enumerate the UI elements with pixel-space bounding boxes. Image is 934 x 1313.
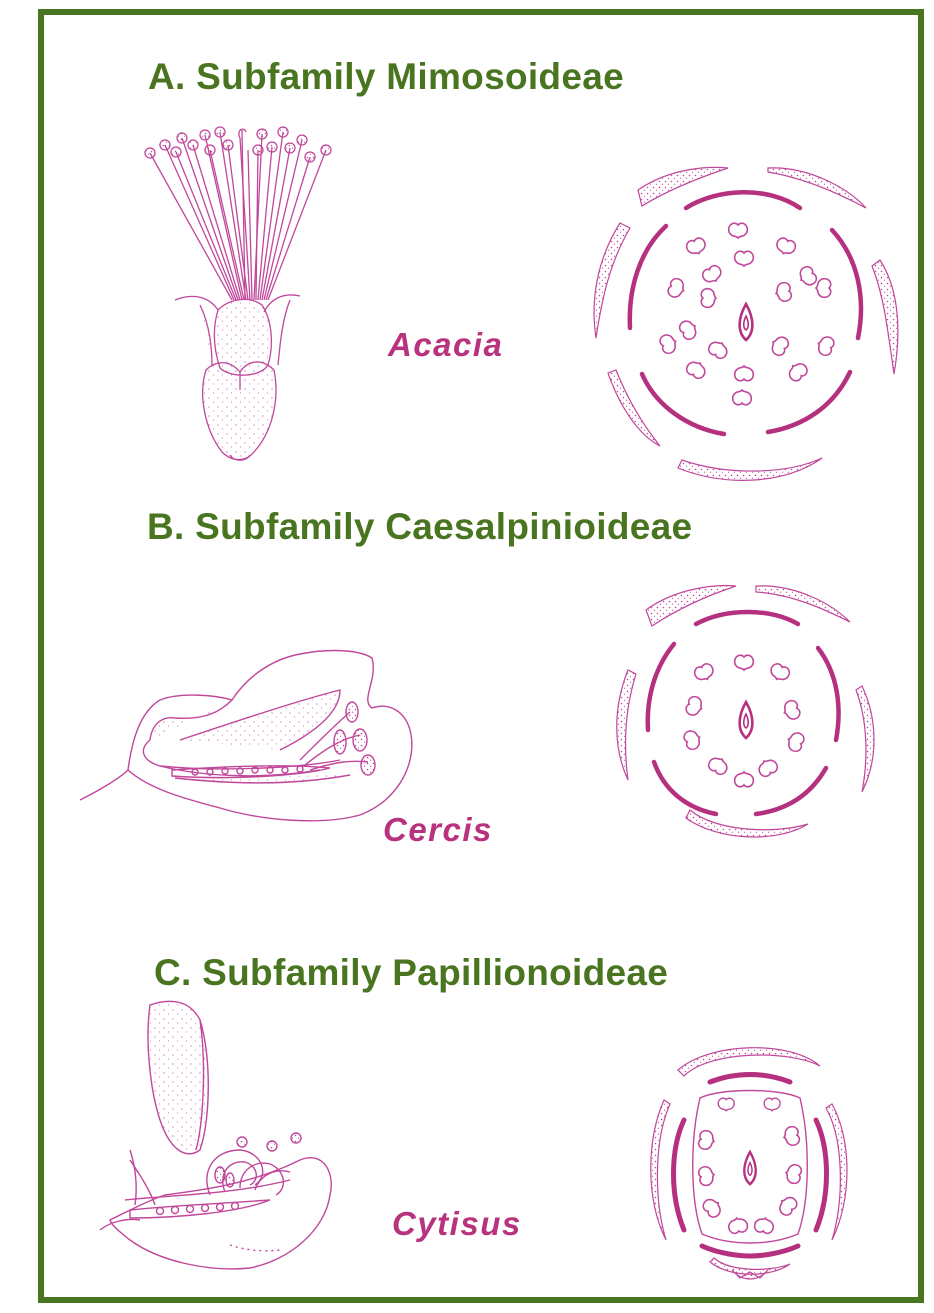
acacia-floral-diagram — [594, 167, 898, 480]
acacia-stamens — [145, 127, 331, 300]
cytisus-floral-diagram — [651, 1048, 847, 1279]
acacia-flower-drawing — [145, 127, 331, 460]
cercis-flower-drawing — [80, 651, 412, 821]
cercis-floral-diagram — [617, 586, 874, 837]
cytisus-flower-drawing — [100, 1001, 331, 1269]
